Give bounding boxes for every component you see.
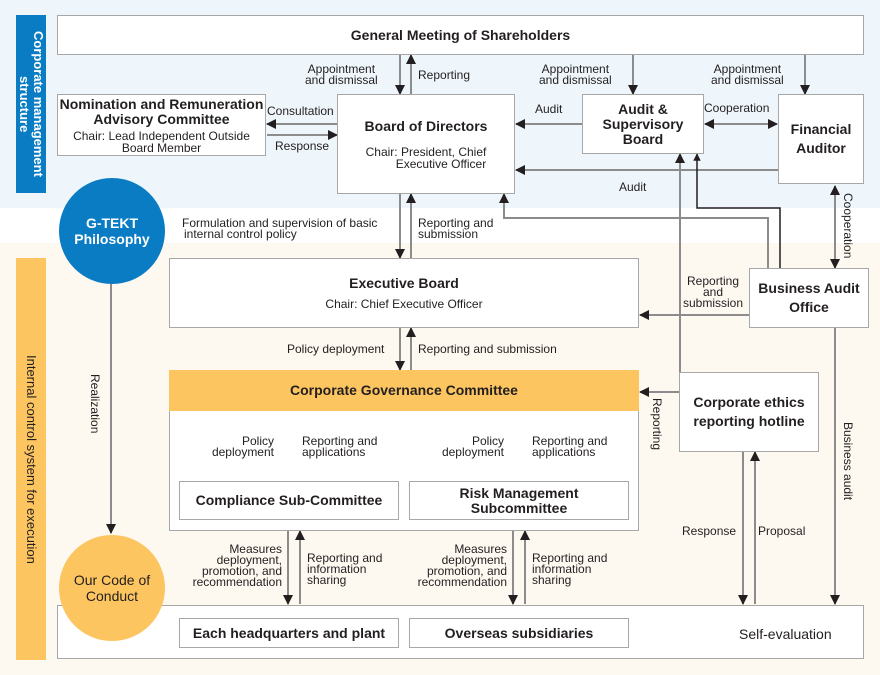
corporate-structure-label-text: Corporate management structure xyxy=(17,31,46,177)
nomination-committee-box: Nomination and Remuneration Advisory Com… xyxy=(57,94,266,156)
label-cooperation-top: Cooperation xyxy=(704,101,770,115)
board-title: Board of Directors xyxy=(364,117,488,134)
self-evaluation-label: Self-evaluation xyxy=(739,626,832,642)
label-realization: Realization xyxy=(88,374,102,434)
audit-board-line2: Supervisory xyxy=(602,115,684,132)
financial-auditor-box: Financial Auditor xyxy=(778,94,864,184)
compliance-subcommittee-box: Compliance Sub-Committee xyxy=(179,481,399,520)
label-proposal-hotline: Proposal xyxy=(758,524,806,538)
label-audit-fin: Audit xyxy=(619,180,647,194)
compliance-title: Compliance Sub-Committee xyxy=(195,492,383,508)
hotline-line1: Corporate ethics xyxy=(693,394,805,410)
risk-subcommittee-box: Risk Management Subcommittee xyxy=(409,481,629,520)
nomination-chair-2: Board Member xyxy=(121,140,202,155)
nomination-title-1: Nomination and Remuneration xyxy=(59,95,264,112)
label-consultation: Consultation xyxy=(267,104,334,118)
executive-board-title: Executive Board xyxy=(349,275,459,291)
nomination-title-2: Advisory Committee xyxy=(93,110,230,127)
philosophy-line1: G-TEKT xyxy=(85,215,139,231)
label-reporting-hotline: Reporting xyxy=(650,398,664,451)
governance-committee-header: Corporate Governance Committee xyxy=(169,370,639,411)
bao-line2: Office xyxy=(789,299,829,315)
label-policy-exec: Policy deployment xyxy=(287,342,385,356)
board-chair-2: Executive Officer xyxy=(395,156,487,171)
overseas-box: Overseas subsidiaries xyxy=(409,618,629,648)
business-audit-office-box: Business Audit Office xyxy=(749,268,869,328)
code-line2: Conduct xyxy=(85,588,139,604)
internal-control-label: Internal control system for execution xyxy=(16,258,46,660)
shareholders-box: General Meeting of Shareholders xyxy=(57,15,864,55)
headquarters-box: Each headquarters and plant xyxy=(179,618,399,648)
risk-line1: Risk Management xyxy=(459,484,579,501)
arrow-bao-to-board xyxy=(499,193,769,270)
audit-supervisory-board-box: Audit & Supervisory Board xyxy=(582,94,704,154)
board-of-directors-box: Board of Directors Chair: President, Chi… xyxy=(337,94,515,194)
philosophy-line2: Philosophy xyxy=(74,231,150,247)
label-cooperation-vertical: Cooperation xyxy=(841,193,855,259)
overseas-title: Overseas subsidiaries xyxy=(444,624,594,641)
risk-line2: Subcommittee xyxy=(470,499,568,516)
audit-board-line1: Audit & xyxy=(618,100,668,117)
executive-board-box: Executive Board Chair: Chief Executive O… xyxy=(169,258,639,328)
financial-auditor-line2: Auditor xyxy=(796,140,846,156)
arrow-bao-to-audit-board xyxy=(693,153,781,270)
internal-control-label-text: Internal control system for execution xyxy=(24,354,39,564)
governance-committee-title: Corporate Governance Committee xyxy=(290,382,518,398)
headquarters-title: Each headquarters and plant xyxy=(192,624,386,641)
label-business-audit: Business audit xyxy=(841,422,855,501)
board-chair-1: Chair: President, Chief xyxy=(365,144,487,159)
financial-auditor-line1: Financial xyxy=(790,121,852,137)
label-audit-board: Audit xyxy=(535,102,563,116)
label-reporting-exec: Reporting and submission xyxy=(418,342,557,356)
nomination-chair-1: Chair: Lead Independent Outside xyxy=(73,128,250,143)
label-response-nom: Response xyxy=(275,139,330,153)
hotline-line2: reporting hotline xyxy=(693,413,805,429)
corporate-structure-label: Corporate management structure xyxy=(16,15,46,193)
audit-board-line3: Board xyxy=(622,130,664,147)
code-line1: Our Code of xyxy=(73,572,151,588)
ethics-hotline-box: Corporate ethics reporting hotline xyxy=(679,372,819,452)
label-reporting-gm: Reporting xyxy=(418,68,471,82)
bao-line1: Business Audit xyxy=(758,280,860,296)
shareholders-title: General Meeting of Shareholders xyxy=(350,26,571,43)
label-response-hotline: Response xyxy=(682,524,737,538)
executive-board-chair: Chair: Chief Executive Officer xyxy=(325,297,483,311)
